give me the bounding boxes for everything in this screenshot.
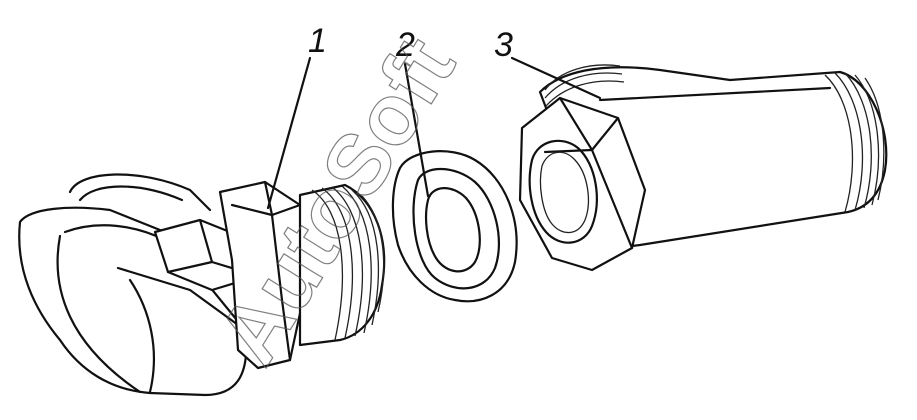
callout-label-3: 3: [494, 26, 513, 64]
part-3-union-nut: [518, 64, 888, 272]
leader-line-1: [266, 56, 312, 210]
leader-line-3: [510, 56, 602, 100]
part-2-washer: [391, 150, 518, 303]
leader-lines: [266, 56, 602, 210]
callout-label-1: 1: [308, 22, 327, 60]
callout-label-2: 2: [395, 26, 415, 64]
leader-line-2: [403, 62, 430, 198]
part-1-valve-fitting: [18, 173, 386, 397]
